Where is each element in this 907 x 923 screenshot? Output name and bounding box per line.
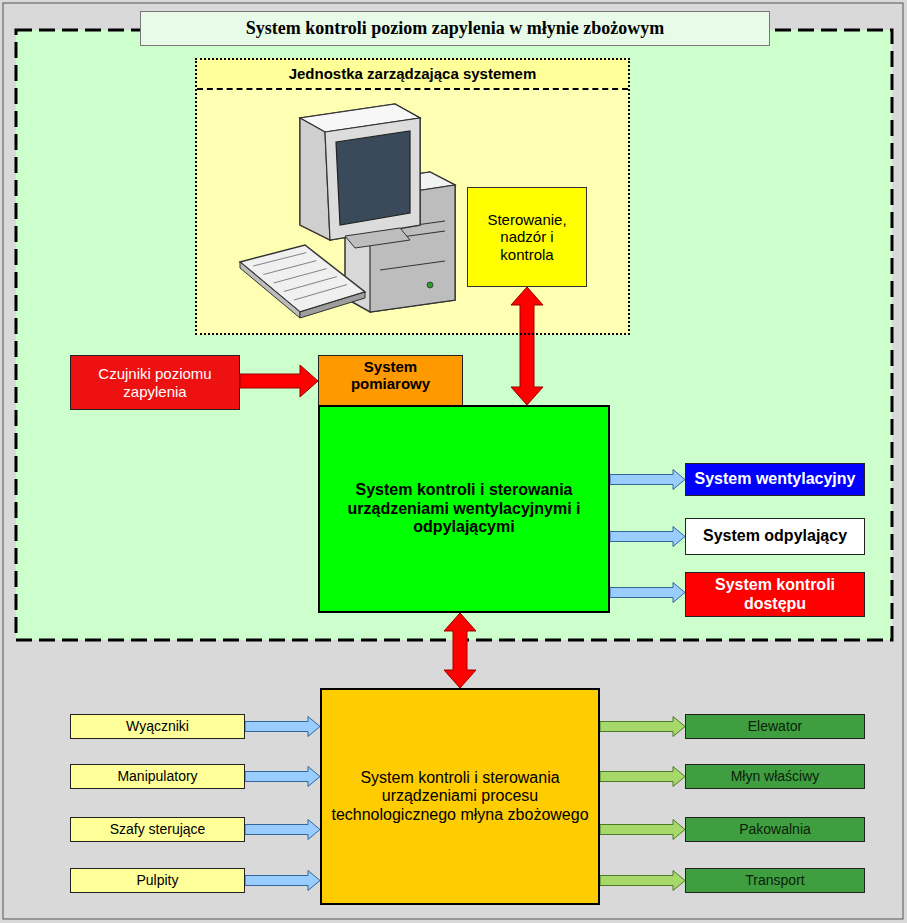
- sensor-box: Czujniki poziomu zapylenia: [70, 355, 240, 410]
- input-box: Manipulatory: [70, 764, 245, 789]
- box-label: System wentylacyjny: [695, 470, 856, 488]
- management-unit: Jednostka zarządzająca systememSterowani…: [195, 58, 630, 335]
- input-box: Pulpity: [70, 868, 245, 893]
- device-box: Transport: [685, 868, 865, 893]
- block-arrow: [444, 613, 476, 688]
- block-arrow: [245, 767, 320, 787]
- box-label: Pakowalnia: [739, 821, 811, 837]
- output-box: System wentylacyjny: [685, 463, 865, 496]
- box-label: Sterowanie, nadzór i kontrola: [474, 211, 580, 263]
- input-box: Szafy sterujące: [70, 817, 245, 842]
- management-body-fill: [195, 88, 630, 335]
- box-label: System odpylający: [703, 527, 847, 545]
- box-label: Szafy sterujące: [110, 821, 206, 837]
- box-label: Manipulatory: [117, 768, 197, 784]
- block-arrow: [245, 717, 320, 737]
- block-arrow: [600, 820, 685, 840]
- title-box: System kontroli poziom zapylenia w młyni…: [140, 11, 770, 46]
- title-text: System kontroli poziom zapylenia w młyni…: [246, 18, 665, 39]
- outer-frame: [3, 3, 903, 919]
- box-label: Elewator: [748, 718, 802, 734]
- computer-illustration: [240, 104, 455, 318]
- heading-band: Jednostka zarządzająca systemem: [197, 60, 628, 90]
- block-arrow: [511, 287, 543, 405]
- keyboard-keys: [253, 253, 347, 300]
- box-label: System kontroli dostępu: [692, 576, 858, 613]
- control-box: Sterowanie, nadzór i kontrola: [467, 187, 587, 287]
- measurement-box: System pomiarowy: [318, 355, 463, 407]
- box-label: Wyączniki: [126, 718, 189, 734]
- block-arrow: [245, 871, 320, 891]
- output-box: System odpylający: [685, 518, 865, 555]
- block-arrow: [610, 470, 685, 490]
- output-box: System kontroli dostępu: [685, 572, 865, 617]
- block-arrow: [610, 527, 685, 547]
- device-box: Elewator: [685, 714, 865, 739]
- box-label: System pomiarowy: [325, 358, 456, 393]
- box-label: System kontroli i sterowania urządzeniam…: [326, 481, 602, 536]
- box-label: System kontroli i sterowania urządzeniam…: [328, 769, 592, 824]
- block-arrow: [245, 820, 320, 840]
- box-label: Młyn właściwy: [731, 768, 820, 784]
- box-label: Transport: [745, 872, 804, 888]
- block-arrow: [240, 365, 318, 397]
- dust-system-region: [16, 30, 892, 640]
- process-control-box: System kontroli i sterowania urządzeniam…: [320, 688, 600, 905]
- block-arrow: [600, 717, 685, 737]
- device-box: Młyn właściwy: [685, 764, 865, 789]
- box-label: Czujniki poziomu zapylenia: [77, 365, 233, 400]
- box-label: Pulpity: [136, 872, 178, 888]
- heading-text: Jednostka zarządzająca systemem: [289, 65, 537, 82]
- block-arrow: [600, 767, 685, 787]
- block-arrow: [600, 871, 685, 891]
- ventilation-control-box: System kontroli i sterowania urządzeniam…: [318, 405, 610, 613]
- management-heading-fill: [195, 58, 630, 88]
- block-arrow: [610, 583, 685, 603]
- device-box: Pakowalnia: [685, 817, 865, 842]
- input-box: Wyączniki: [70, 714, 245, 739]
